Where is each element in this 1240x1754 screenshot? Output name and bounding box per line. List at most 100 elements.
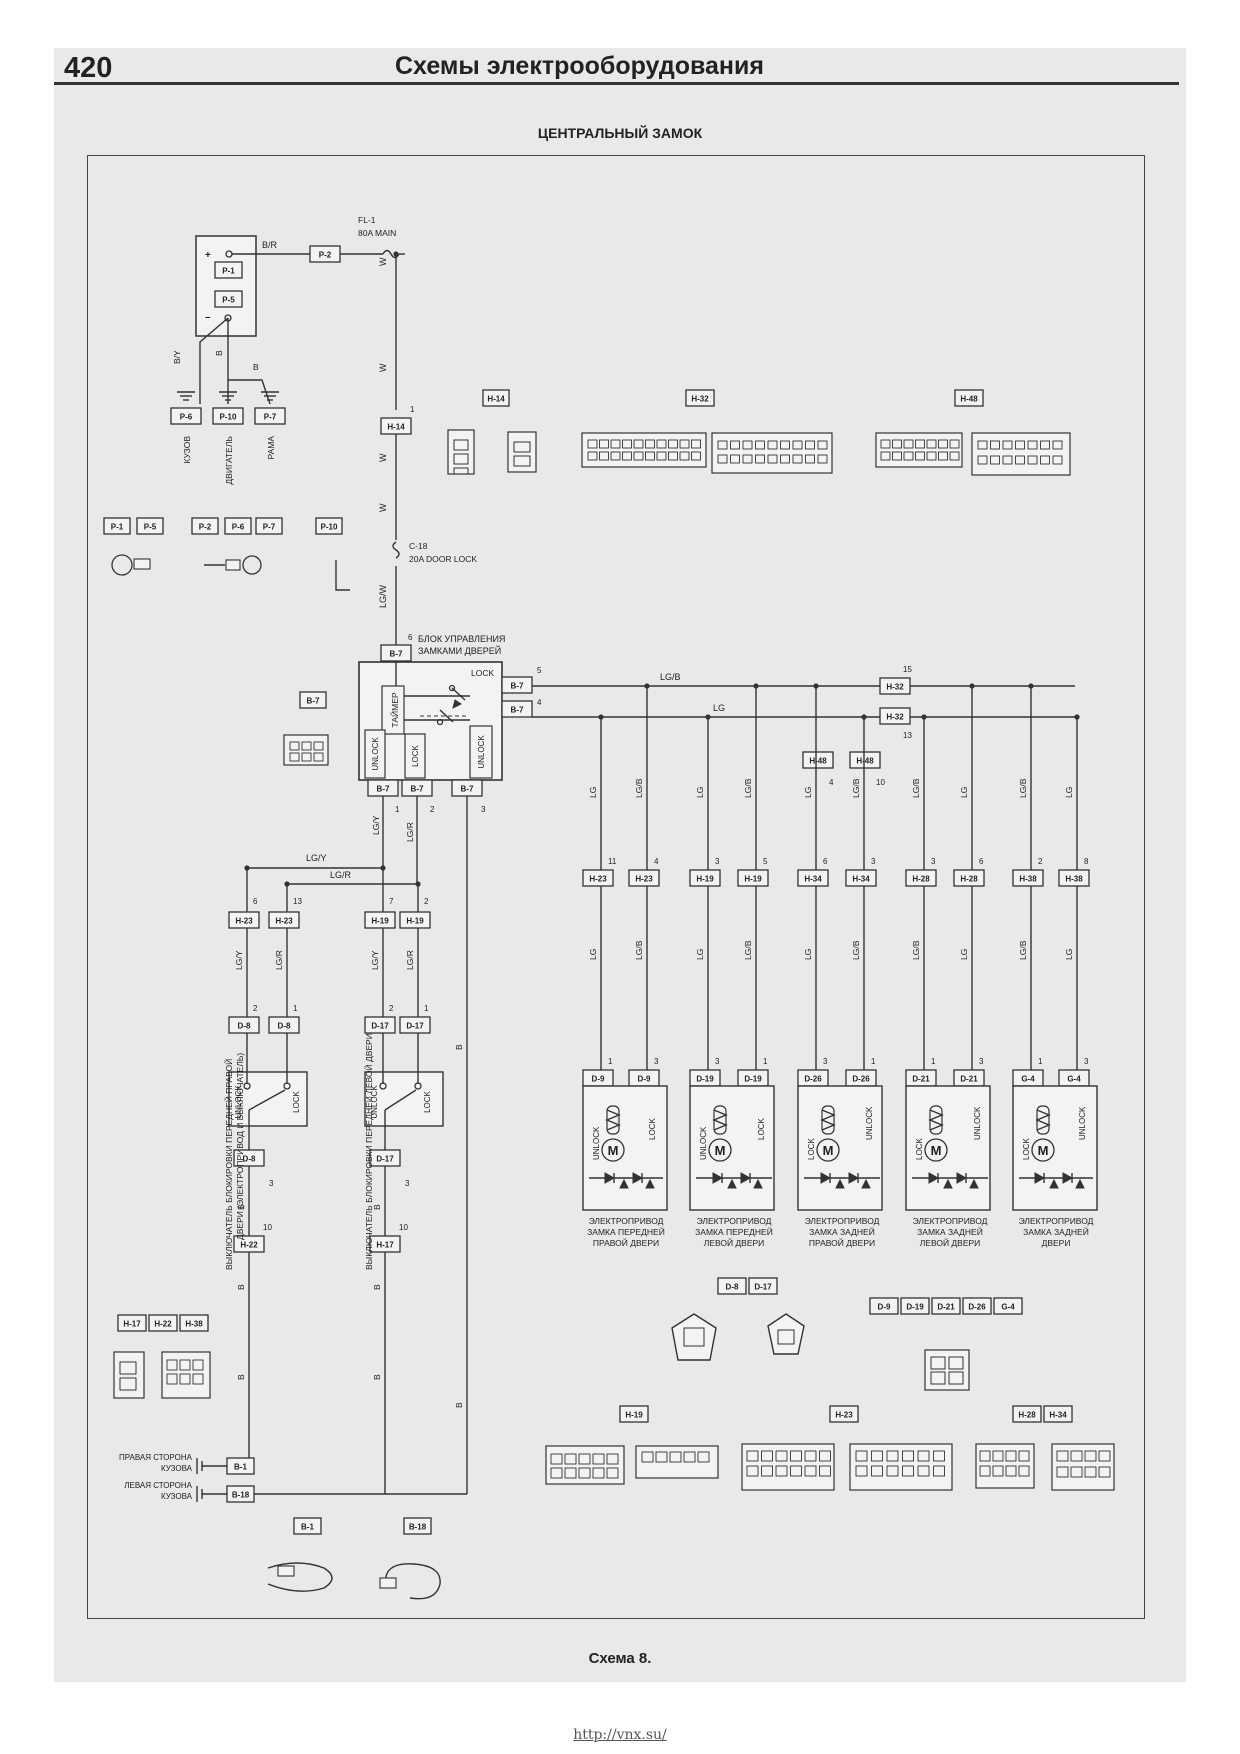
junction-dot [813, 683, 819, 689]
wire-label: LG [713, 703, 725, 713]
connector-tag-D-19 [900, 1297, 930, 1315]
connector-tag-H-19-label: H-19 [625, 1411, 643, 1420]
pin-label: 3 [269, 1179, 274, 1188]
connector-H-48 [802, 751, 834, 769]
pin [592, 1467, 605, 1479]
pin [990, 440, 1000, 450]
pin [1002, 455, 1013, 465]
wire-label: B [214, 350, 224, 356]
actuator-switch-label: UNLOCK [973, 1106, 982, 1140]
switch-2-mid-a-label: D-17 [371, 1022, 389, 1031]
actuator-1-lower-b-label: D-9 [638, 1075, 651, 1084]
pin-label: 7 [389, 897, 394, 906]
switch-contact [379, 1082, 387, 1090]
switch-2-body [364, 1071, 444, 1127]
wire-label: LG/B [851, 940, 861, 960]
lock-relay [404, 733, 426, 779]
wire-label: LG/B [660, 672, 681, 682]
connector-tag-D-17-label: D-17 [754, 1283, 772, 1292]
pin [819, 1465, 831, 1477]
wire-label: B [454, 1402, 464, 1408]
switch-2-mid-b-label: D-17 [406, 1022, 424, 1031]
wire-label: LG [803, 949, 813, 960]
ground-terminal-b18 [384, 1563, 441, 1600]
diode-symbol [956, 1172, 968, 1184]
pin [902, 1465, 914, 1477]
diode-symbol [632, 1172, 644, 1184]
pin [1018, 1450, 1030, 1462]
header-rule [54, 82, 1179, 85]
connector-P-1 [214, 261, 243, 279]
connector-face [971, 432, 1071, 476]
pin-label: 2 [253, 1004, 258, 1013]
wire-label: LG/R [274, 950, 284, 970]
wire-label: LG [1064, 949, 1074, 960]
pin [192, 1359, 204, 1371]
wire-label: LG/Y [370, 950, 380, 970]
pin [817, 454, 828, 464]
pin [587, 439, 598, 449]
connector-tag-H-48-label: H-48 [960, 395, 978, 404]
ground-connector-B-1-label: B-1 [234, 1463, 247, 1472]
wire-label: B [372, 1284, 382, 1290]
pin [622, 451, 632, 461]
connector-tag-D-21-label: D-21 [937, 1303, 955, 1312]
actuator-4-upper-b [953, 869, 985, 887]
diode-symbol [604, 1172, 616, 1184]
connector-tag-H-14-label: H-14 [487, 395, 505, 404]
pin [903, 439, 914, 449]
connector-tag-D-26-label: D-26 [968, 1303, 986, 1312]
switch-2-mid-a [364, 1016, 396, 1034]
pin [780, 440, 790, 450]
pin-label: 1 [1038, 1057, 1043, 1066]
pin [930, 1371, 946, 1385]
connector-face-d8 [671, 1313, 717, 1361]
source-link[interactable]: http://vnx.su/ [573, 1727, 667, 1743]
connector-tag-H-34-label: H-34 [1049, 1411, 1067, 1420]
wire-label: LG/B [634, 778, 644, 798]
terminal-tag-P-6 [224, 517, 252, 535]
pin [691, 439, 701, 449]
battery-plus: + [205, 250, 211, 261]
pin [880, 451, 891, 461]
pin [1098, 1466, 1111, 1478]
pin [761, 1465, 773, 1477]
junction-dot [969, 683, 975, 689]
connector-tag-H-28 [1012, 1405, 1042, 1423]
pin-label: 3 [654, 1057, 659, 1066]
pin [1084, 1466, 1097, 1478]
pin-label: 3 [931, 857, 936, 866]
pin [979, 1465, 991, 1477]
actuator-1-upper-b-label: H-23 [635, 875, 653, 884]
pin [992, 1450, 1004, 1462]
contact-arrow [727, 1178, 737, 1189]
switch-2-ground-connector-label: H-17 [376, 1241, 394, 1250]
motor-label: M [1038, 1143, 1049, 1158]
wire-label: LG/R [330, 870, 352, 880]
pin [550, 1453, 563, 1465]
pin [622, 439, 632, 449]
pin-label: 3 [405, 1179, 410, 1188]
switch-1-description: ДВЕРИ (ЭЛЕКТРОПРИВОД И ВЫКЛЮЧАТЕЛЬ) [235, 1053, 245, 1240]
switch-1-ground-connector-label: H-22 [240, 1241, 258, 1250]
wire-label: B [236, 1204, 246, 1210]
pin [761, 1450, 773, 1462]
pin [633, 451, 644, 461]
wire-label: LG [1064, 787, 1074, 798]
motor-label: M [715, 1143, 726, 1158]
switch-2-upper-b [399, 911, 431, 929]
flat-terminal [335, 560, 350, 591]
terminal-tag-P-5-label: P-5 [144, 523, 157, 532]
pin [610, 451, 621, 461]
connector-face [581, 432, 707, 468]
actuator-2-upper-a-label: H-19 [696, 875, 714, 884]
wire-label: LG [695, 787, 705, 798]
actuator-3-lower-a-label: D-26 [804, 1075, 822, 1084]
connector-tag-D-9-label: D-9 [878, 1303, 891, 1312]
terminal-tag-P-7 [255, 517, 283, 535]
pin [1027, 440, 1038, 450]
actuator-switch-label: UNLOCK [699, 1126, 708, 1160]
pin [790, 1450, 802, 1462]
pin [192, 1373, 204, 1385]
pin [668, 439, 678, 449]
